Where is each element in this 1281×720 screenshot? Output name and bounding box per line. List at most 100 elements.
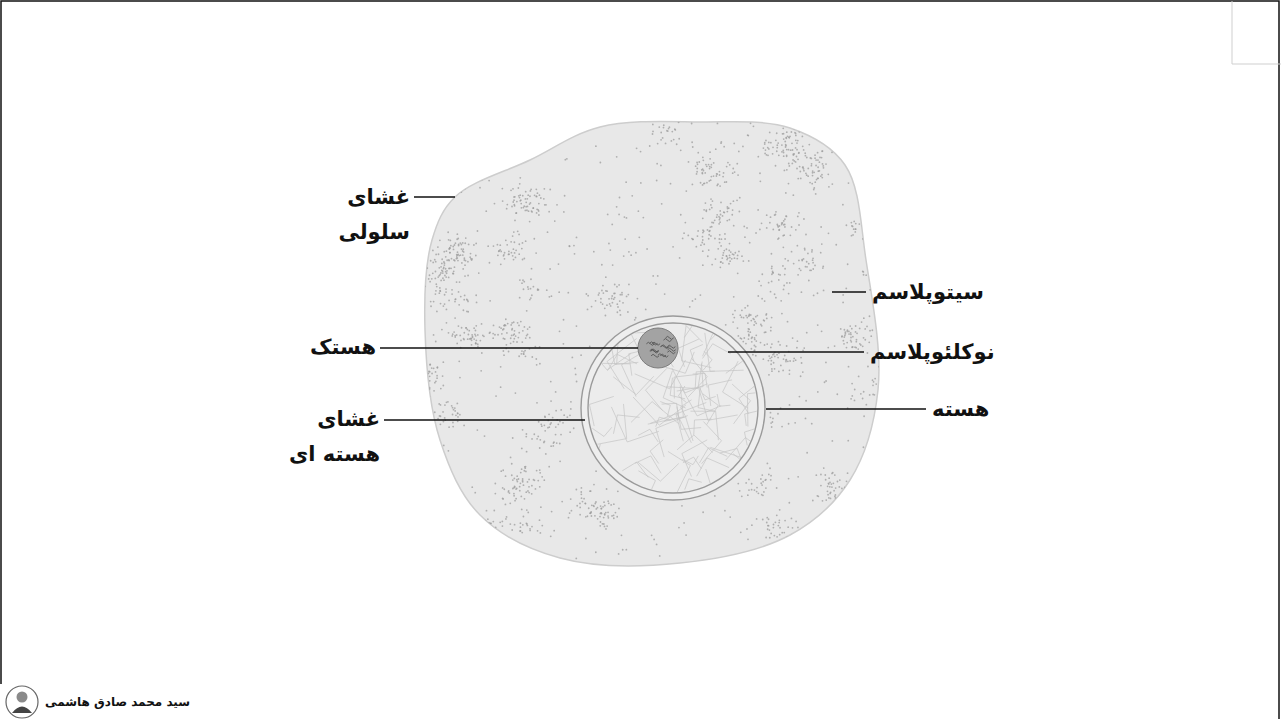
- granule: [449, 247, 451, 249]
- granule: [864, 339, 866, 341]
- granule: [595, 300, 597, 302]
- granule: [829, 136, 831, 138]
- granule: [824, 474, 826, 476]
- granule: [733, 296, 735, 298]
- granule: [850, 332, 852, 334]
- granule: [439, 415, 441, 417]
- granule: [503, 325, 505, 327]
- granule: [781, 532, 783, 534]
- granule: [867, 523, 869, 525]
- granule: [512, 437, 514, 439]
- granule: [638, 236, 640, 238]
- granule: [435, 293, 437, 295]
- granule: [438, 267, 440, 269]
- granule: [526, 198, 528, 200]
- granule: [869, 278, 871, 280]
- granule: [530, 297, 532, 299]
- granule: [846, 347, 848, 349]
- granule: [692, 300, 694, 302]
- granule: [868, 341, 870, 343]
- granule: [847, 472, 849, 474]
- granule: [709, 230, 711, 232]
- granule: [795, 161, 797, 163]
- granule: [734, 252, 736, 254]
- granule: [576, 505, 578, 507]
- granule: [443, 279, 445, 281]
- granule: [835, 494, 837, 496]
- granule: [843, 336, 845, 338]
- granule: [701, 172, 703, 174]
- granule: [680, 149, 682, 151]
- granule: [477, 528, 479, 530]
- granule: [714, 495, 716, 497]
- granule: [463, 299, 465, 301]
- granule: [468, 330, 470, 332]
- granule: [830, 483, 832, 485]
- granule: [881, 454, 883, 456]
- granule: [796, 347, 798, 349]
- granule: [871, 449, 873, 451]
- granule: [869, 330, 871, 332]
- granule: [444, 404, 446, 406]
- granule: [503, 255, 505, 257]
- granule: [538, 421, 540, 423]
- granule: [800, 178, 802, 180]
- granule: [862, 219, 864, 221]
- granule: [759, 172, 761, 174]
- granule: [805, 234, 807, 236]
- granule: [442, 375, 444, 377]
- granule: [526, 335, 528, 337]
- granule: [866, 548, 868, 550]
- granule: [823, 537, 825, 539]
- granule: [748, 489, 750, 491]
- granule: [576, 237, 578, 239]
- granule: [555, 391, 557, 393]
- granule: [743, 226, 745, 228]
- granule: [811, 163, 813, 165]
- granule: [480, 566, 482, 568]
- granule: [425, 366, 427, 368]
- granule: [520, 530, 522, 532]
- granule: [616, 311, 618, 313]
- granule: [800, 357, 802, 359]
- granule: [499, 521, 501, 523]
- granule: [708, 230, 710, 232]
- granule: [630, 254, 632, 256]
- granule: [511, 328, 513, 330]
- granule: [761, 222, 763, 224]
- granule: [531, 485, 533, 487]
- granule: [429, 364, 431, 366]
- granule: [505, 325, 507, 327]
- granule: [652, 131, 654, 133]
- granule: [603, 501, 605, 503]
- granule: [472, 168, 474, 170]
- granule: [704, 172, 706, 174]
- granule: [516, 212, 518, 214]
- granule: [508, 253, 510, 255]
- granule: [472, 335, 474, 337]
- granule: [606, 525, 608, 527]
- granule: [492, 521, 494, 523]
- granule: [456, 233, 458, 235]
- granule: [884, 275, 886, 277]
- granule: [475, 175, 477, 177]
- granule: [559, 460, 561, 462]
- granule: [616, 206, 618, 208]
- granule: [822, 163, 824, 165]
- granule: [765, 140, 767, 142]
- granule: [783, 152, 785, 154]
- granule: [429, 274, 431, 276]
- granule: [856, 339, 858, 341]
- granule: [726, 181, 728, 183]
- granule: [457, 238, 459, 240]
- granule: [548, 413, 550, 415]
- granule: [640, 151, 642, 153]
- granule: [778, 279, 780, 281]
- granule: [716, 214, 718, 216]
- granule: [429, 380, 431, 382]
- granule: [872, 384, 874, 386]
- granule: [751, 341, 753, 343]
- granule: [613, 503, 615, 505]
- granule: [863, 317, 865, 319]
- granule: [767, 154, 769, 156]
